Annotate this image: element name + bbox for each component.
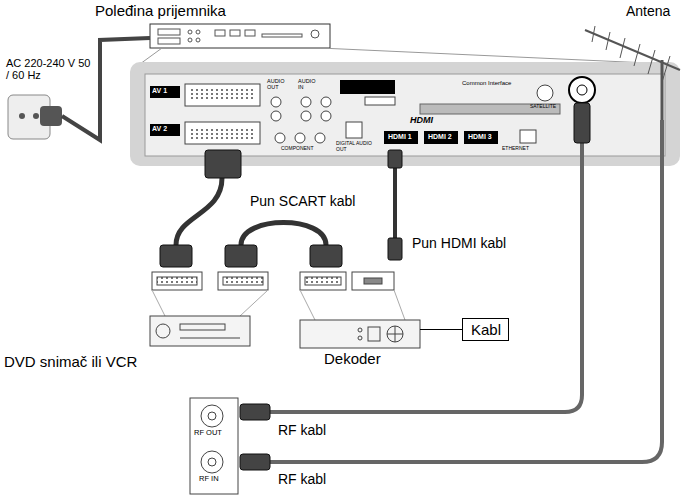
antenna-label: Antena <box>626 4 670 19</box>
port-label: AUDIO IN <box>298 78 322 90</box>
device-caption: Dekoder <box>324 351 381 368</box>
cable-label: Pun SCART kabl <box>248 194 357 209</box>
port-label: AV 1 <box>152 87 167 95</box>
rf-panel <box>190 398 238 494</box>
cable-box: Kabl <box>462 318 509 341</box>
receiver-icon <box>140 24 670 64</box>
cables <box>176 120 662 462</box>
box-label: Kabl <box>471 322 501 339</box>
port-label: HDMI 3 <box>468 133 492 141</box>
wall-outlet <box>8 38 150 140</box>
receiver-box: Poleđina prijemnika <box>150 24 330 48</box>
devices <box>150 316 420 348</box>
cable-label: RF kabl <box>276 423 328 438</box>
port-label: AUDIO OUT <box>267 78 291 90</box>
connector-panels <box>152 272 405 320</box>
port-label: DIGITAL AUDIO OUT <box>336 141 372 152</box>
cable-line <box>420 329 462 330</box>
port-label: AV 2 <box>152 125 167 133</box>
hdmi-logo: HDMI <box>410 116 433 126</box>
port-label: ETHERNET <box>502 146 529 152</box>
cable-label: Pun HDMI kabl <box>410 236 508 251</box>
port-label: HDMI 2 <box>428 133 452 141</box>
decoder-box: Dekoder <box>300 320 420 348</box>
port-label: COMPONENT <box>281 146 314 152</box>
cable-label: RF kabl <box>276 472 328 487</box>
device-caption: DVD snimač ili VCR <box>4 354 137 371</box>
power-spec: AC 220-240 V 50 / 60 Hz <box>6 57 92 81</box>
port-label: RF OUT <box>194 429 222 437</box>
port-label: Common Interface <box>462 80 511 87</box>
port-label: SATELLITE <box>530 104 556 110</box>
device-caption: Poleđina prijemnika <box>95 3 226 20</box>
antenna <box>585 26 680 120</box>
port-label: RF IN <box>199 475 219 483</box>
dvd-recorder: DVD snimač ili VCR <box>150 316 250 346</box>
port-label: HDMI 1 <box>388 133 412 141</box>
